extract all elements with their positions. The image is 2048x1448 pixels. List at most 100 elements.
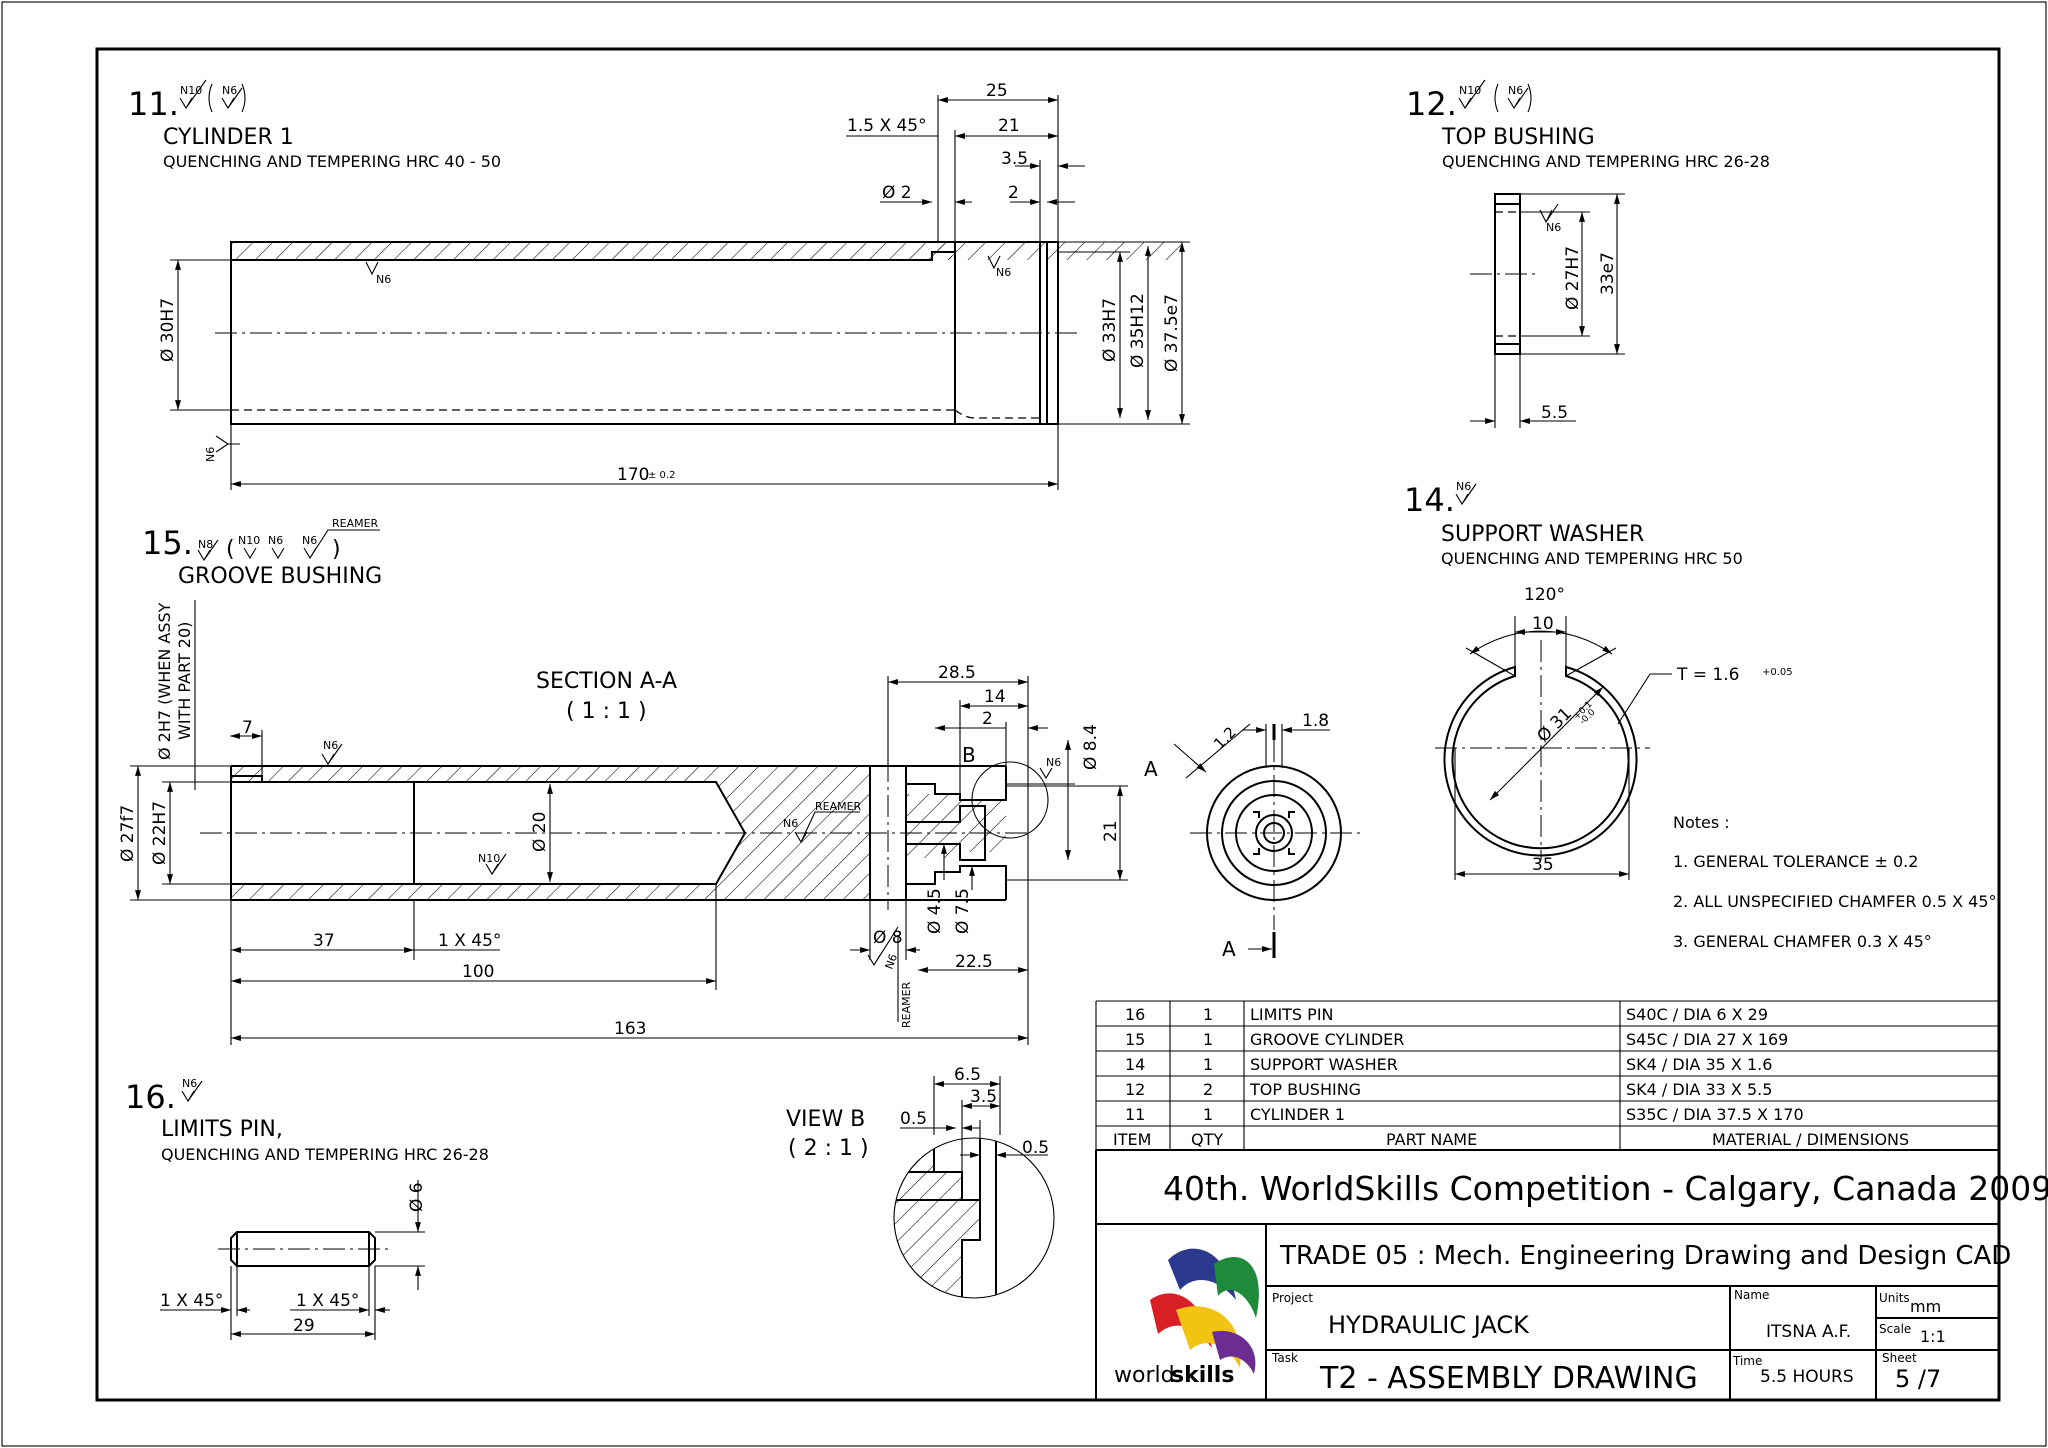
view-b-circle <box>893 1137 1055 1299</box>
detail-b-label: B <box>962 743 976 767</box>
dim-dia-2: Ø 2 <box>882 183 912 203</box>
section-hatch <box>231 766 1006 900</box>
row-qty: 1 <box>1203 1005 1213 1024</box>
dim-dia-6: Ø 6 <box>407 1182 427 1212</box>
dim-dia-22: Ø 22H7 <box>150 801 170 865</box>
dim-22-5: 22.5 <box>955 952 993 972</box>
dim-dia-33: Ø 33H7 <box>1100 298 1120 362</box>
surface-finish-icon <box>271 547 285 560</box>
view-b-scale: ( 2 : 1 ) <box>788 1136 869 1161</box>
header-qty: QTY <box>1191 1130 1223 1149</box>
row-material: S45C / DIA 27 X 169 <box>1626 1030 1788 1049</box>
row-material: SK4 / DIA 33 X 5.5 <box>1626 1080 1772 1099</box>
part-14-spec: QUENCHING AND TEMPERING HRC 50 <box>1441 549 1743 568</box>
time-label: Time <box>1732 1354 1762 1368</box>
surface-symbol-n6: N6 <box>182 1077 197 1090</box>
surface-finish-icon <box>215 435 240 453</box>
surface-finish-icon <box>197 539 219 562</box>
dim-2: 2 <box>1008 183 1019 203</box>
row-item: 14 <box>1125 1055 1145 1074</box>
header-item: ITEM <box>1113 1130 1151 1149</box>
dim-0-5-left: 0.5 <box>900 1109 927 1129</box>
surface-finish-icon <box>1458 79 1486 110</box>
part-12-name: TOP BUSHING <box>1441 125 1595 150</box>
dim-6-5: 6.5 <box>954 1065 981 1085</box>
surface-finish-icon <box>987 255 1001 270</box>
units-value: mm <box>1910 1297 1941 1316</box>
svg-text:): ) <box>332 537 341 562</box>
dim-chamfer-left: 1 X 45° <box>160 1291 223 1311</box>
units-label: Units <box>1879 1291 1910 1305</box>
part-11-spec: QUENCHING AND TEMPERING HRC 40 - 50 <box>163 152 501 171</box>
part-11-name: CYLINDER 1 <box>163 125 294 150</box>
surface-finish-icon <box>1039 767 1053 780</box>
dim-37: 37 <box>313 931 335 951</box>
dim-170-tol: ± 0.2 <box>648 470 675 481</box>
surface-symbol-n6: N6 <box>302 534 317 547</box>
part-16-name: LIMITS PIN, <box>161 1117 283 1142</box>
row-material: S40C / DIA 6 X 29 <box>1626 1005 1768 1024</box>
dim-pin-hole-2: WITH PART 20) <box>175 622 194 740</box>
row-item: 11 <box>1125 1105 1145 1124</box>
row-qty: 1 <box>1203 1055 1213 1074</box>
row-material: S35C / DIA 37.5 X 170 <box>1626 1105 1804 1124</box>
task-title: T2 - ASSEMBLY DRAWING <box>1319 1361 1698 1396</box>
wall-hatch <box>932 242 952 260</box>
dim-slot: 10 <box>1532 614 1554 634</box>
surface-finish-icon <box>303 529 380 560</box>
dim-dia-7-5: Ø 7.5 <box>953 888 973 934</box>
dim-dia-20: Ø 20 <box>530 812 550 852</box>
dim-28-5: 28.5 <box>938 663 976 683</box>
part-14-name: SUPPORT WASHER <box>1441 522 1644 547</box>
surface-symbol-n6: N6 <box>376 273 391 286</box>
part-14-support-washer-view: 14. N6 SUPPORT WASHER QUENCHING AND TEMP… <box>1404 480 1793 880</box>
sheet-label: Sheet <box>1882 1351 1917 1365</box>
logo-text-world: world <box>1114 1363 1175 1388</box>
trade-title: TRADE 05 : Mech. Engineering Drawing and… <box>1279 1241 2011 1271</box>
scale-label: Scale <box>1879 1322 1911 1336</box>
part-14-number: 14. <box>1404 481 1455 519</box>
dim-21: 21 <box>998 116 1020 136</box>
dim-thickness: T = 1.6 <box>1676 665 1739 685</box>
drawing-frame <box>95 47 2001 1402</box>
dim-width: 5.5 <box>1541 403 1568 423</box>
dim-21: 21 <box>1101 820 1121 842</box>
note-1: 1. GENERAL TOLERANCE ± 0.2 <box>1673 852 1918 871</box>
surface-symbol-n6: N6 <box>1456 480 1471 493</box>
part-12-top-bushing-view: 12. N10 N6 TOP BUSHING QUENCHING AND TEM… <box>1406 79 1770 428</box>
note-2: 2. ALL UNSPECIFIED CHAMFER 0.5 X 45° <box>1673 892 1997 911</box>
notes: Notes : 1. GENERAL TOLERANCE ± 0.2 2. AL… <box>1673 813 1997 951</box>
dim-7: 7 <box>242 718 253 738</box>
surface-symbol-n6: N6 <box>204 447 217 462</box>
dim-angle: 120° <box>1524 585 1565 605</box>
surface-symbol-n10: N10 <box>478 852 500 865</box>
section-outline <box>230 765 1006 901</box>
dim-1-8: 1.8 <box>1302 711 1329 731</box>
surface-finish-icon <box>1455 483 1477 506</box>
row-part-name: CYLINDER 1 <box>1250 1105 1345 1124</box>
surface-finish-icon <box>243 547 257 560</box>
name-label: Name <box>1734 1288 1769 1302</box>
row-material: SK4 / DIA 35 X 1.6 <box>1626 1055 1772 1074</box>
surface-symbol-n6: N6 <box>1508 84 1523 97</box>
time-value: 5.5 HOURS <box>1760 1367 1854 1387</box>
dim-29: 29 <box>293 1316 315 1336</box>
dim-pin-hole: Ø 2H7 (WHEN ASSY <box>155 602 174 760</box>
row-part-name: SUPPORT WASHER <box>1250 1055 1398 1074</box>
section-title: SECTION A-A <box>536 669 677 694</box>
dim-163: 163 <box>614 1019 646 1039</box>
washer-outline <box>1443 665 1638 857</box>
dim-dia-27: Ø 27H7 <box>1563 246 1583 310</box>
surface-symbol-n6: N6 <box>783 817 798 830</box>
sheet-value: 5 /7 <box>1895 1365 1941 1393</box>
surface-symbol-n6: N6 <box>996 266 1011 279</box>
surface-symbol-n6: N6 <box>1546 221 1561 234</box>
dim-dia-8: Ø 8 <box>873 928 903 948</box>
dim-dia-27: Ø 27f7 <box>118 805 138 862</box>
section-label-a-bottom: A <box>1222 937 1236 961</box>
dim-25: 25 <box>986 81 1008 101</box>
dim-chamfer: 1 X 45° <box>438 931 501 951</box>
row-part-name: TOP BUSHING <box>1249 1080 1361 1099</box>
view-b-detail: VIEW B ( 2 : 1 ) 6.5 3.5 0.5 0.5 <box>786 1065 1055 1299</box>
